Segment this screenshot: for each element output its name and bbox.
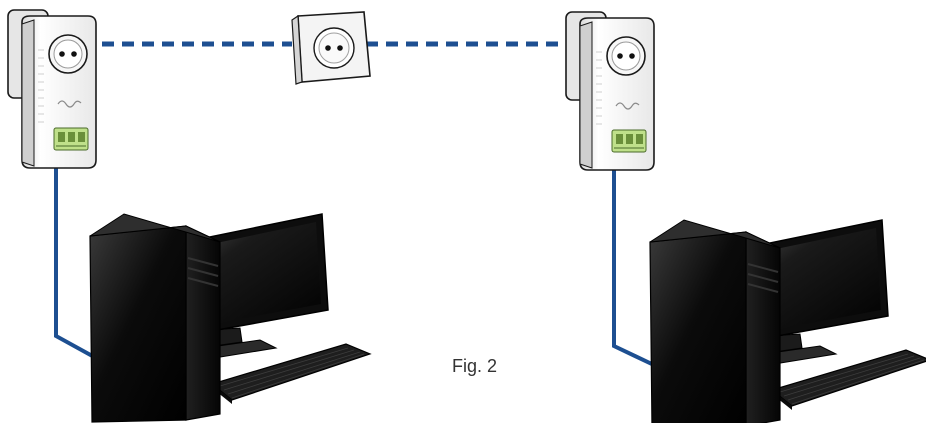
desktop-computer-left-icon bbox=[89, 213, 371, 423]
desktop-computer-right-icon bbox=[649, 219, 926, 423]
wall-socket-icon bbox=[291, 11, 371, 85]
powerline-adapter-left-icon bbox=[7, 9, 97, 169]
powerline-adapter-right-icon bbox=[565, 11, 655, 171]
ethernet-cable-right bbox=[612, 170, 657, 368]
figure-caption: Fig. 2 bbox=[452, 356, 498, 376]
ethernet-cable-left bbox=[54, 166, 97, 360]
